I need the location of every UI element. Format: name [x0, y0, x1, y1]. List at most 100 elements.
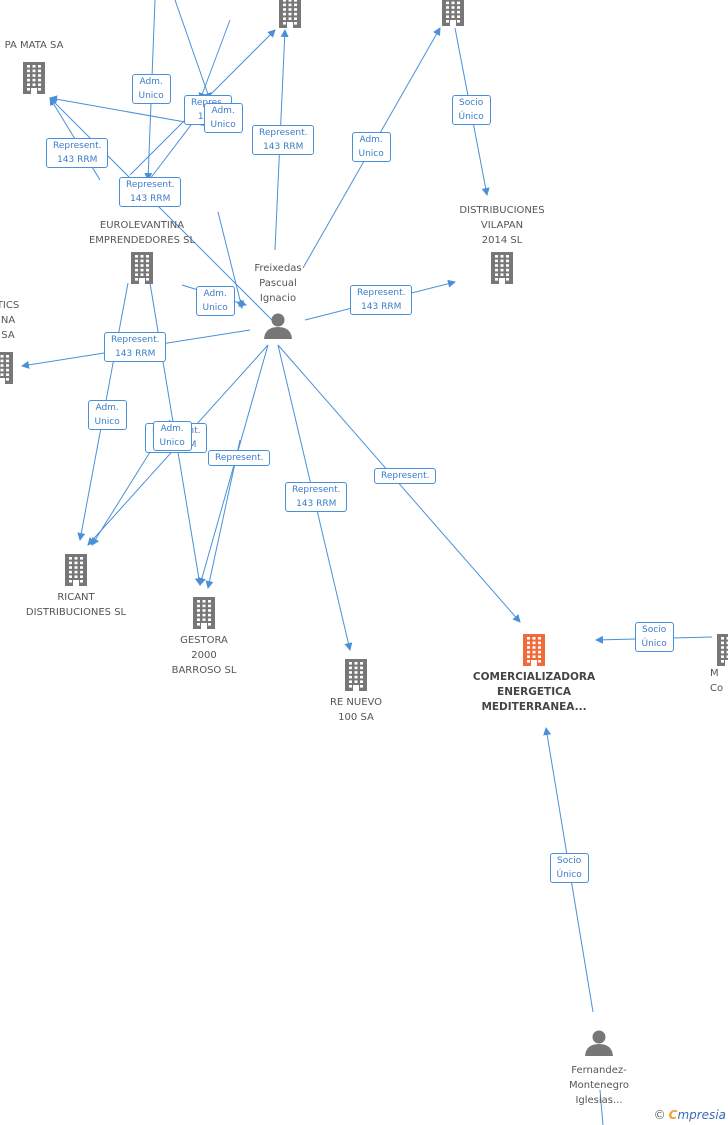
label-line: 2000	[191, 650, 217, 661]
dist_vilapan-label: DISTRIBUCIONES VILAPAN 2014 SL	[459, 203, 544, 248]
label-line: TICS	[0, 300, 20, 311]
renuevo-label: RE NUEVO 100 SA	[330, 695, 382, 725]
edge-label-9[interactable]: Represent. 143 RRM	[350, 285, 413, 315]
edge-label-text: Represent.	[381, 471, 430, 481]
edge-label-text: Único	[458, 112, 484, 122]
pamata-building-icon[interactable]	[23, 62, 45, 94]
edge-label-text: 143 RRM	[130, 194, 171, 204]
edge-label-7[interactable]: Represent. 143 RRM	[252, 125, 315, 155]
edge-label-text: 143 RRM	[115, 349, 156, 359]
label-line: Co	[710, 683, 724, 694]
label-line: VILAPAN	[480, 220, 524, 231]
label-line: 100 SA	[338, 712, 374, 723]
edge-label-text: Unico	[210, 120, 236, 130]
label-line: PA MATA SA	[4, 40, 64, 51]
right-label: M Co	[710, 666, 723, 696]
top2-building-icon[interactable]	[442, 0, 464, 26]
edge-label-text: Unico	[202, 303, 228, 313]
edge-label-13[interactable]: Adm. Unico	[152, 421, 192, 451]
edge-line-24	[198, 19, 231, 101]
label-line: DISTRIBUCIONES SL	[25, 607, 127, 618]
gestora-building-icon[interactable]	[193, 597, 215, 629]
comercializadora-building-icon[interactable]	[523, 634, 545, 666]
dist_vilapan-building-icon[interactable]	[491, 252, 513, 284]
edge-label-text: Represent.	[259, 128, 308, 138]
edge-label-text: Represent.	[53, 141, 102, 151]
label-line: RE NUEVO	[329, 697, 383, 708]
freixedas-person-icon[interactable]	[264, 313, 292, 340]
label-line: MEDITERRANEA...	[481, 701, 587, 713]
label-line: EUROLEVANTINA	[99, 220, 185, 231]
tics-label: TICS NA SA	[0, 298, 19, 343]
edge-label-4[interactable]: Represent. 143 RRM	[119, 177, 182, 207]
label-line: Iglesias...	[575, 1095, 623, 1106]
edge-label-text: Unico	[159, 438, 185, 448]
label-line: GESTORA	[180, 635, 228, 646]
empresia-watermark: ©Cmpresia	[653, 1108, 726, 1122]
edge-line-25	[599, 1089, 604, 1125]
edge-label-text: Socio	[459, 98, 484, 108]
label-line: 2014 SL	[481, 235, 523, 246]
right-building-icon[interactable]	[717, 634, 728, 666]
label-line: M	[710, 668, 719, 679]
comercializadora-label: COMERCIALIZADORA ENERGETICA MEDITERRANEA..…	[473, 670, 595, 715]
edge-label-text: Único	[641, 639, 667, 649]
label-line: RICANT	[57, 592, 95, 603]
edge-label-6[interactable]: Adm. Unico	[195, 286, 235, 316]
edge-label-text: Unico	[358, 149, 384, 159]
edge-label-text: Represent.	[126, 180, 175, 190]
edge-label-10[interactable]: Represent. 143 RRM	[104, 332, 167, 362]
edge-line-22	[217, 211, 245, 309]
edge-label-15[interactable]: Represent.143 RRM	[285, 482, 348, 512]
edge-label-text: Unico	[138, 91, 164, 101]
edge-label-text: Adm.	[211, 106, 235, 116]
edge-label-text: Adm.	[139, 77, 163, 87]
edge-label-text: Socio	[642, 625, 667, 635]
fernandez-person-icon[interactable]	[585, 1030, 613, 1057]
pamata-label: PA MATA SA	[5, 38, 64, 53]
edge-label-text: Represent.	[111, 335, 160, 345]
label-line: EMPRENDEDORES SL	[88, 235, 196, 246]
label-line: NA	[0, 315, 16, 326]
edge-label-16[interactable]: Represent.	[374, 468, 437, 484]
label-line: BARROSO SL	[171, 665, 237, 676]
edge-label-2[interactable]: Adm. Unico	[203, 103, 243, 133]
tics-building-icon[interactable]	[0, 352, 13, 384]
label-line: DISTRIBUCIONES	[459, 205, 545, 216]
ricant-label: RICANT DISTRIBUCIONES SL	[26, 590, 126, 620]
label-line: Pascual	[259, 278, 297, 289]
label-line: SA	[1, 330, 15, 341]
ricant-building-icon[interactable]	[65, 554, 87, 586]
renuevo-building-icon[interactable]	[345, 659, 367, 691]
edge-label-text: 143 RRM	[361, 302, 402, 312]
edge-label-11[interactable]: Adm. Unico	[87, 400, 127, 430]
label-line: Ignacio	[259, 293, 297, 304]
edge-label-text: Adm.	[160, 424, 184, 434]
edge-label-text: Represent.	[357, 288, 406, 298]
edge-label-0[interactable]: Adm. Unico	[131, 74, 171, 104]
edge-label-text: Socio	[557, 856, 582, 866]
edge-label-14[interactable]: Represent.	[208, 450, 271, 466]
edge-label-8[interactable]: Adm.Unico	[351, 132, 391, 162]
top1-building-icon[interactable]	[279, 0, 301, 28]
label-line: Freixedas	[254, 263, 302, 274]
edge-label-text: 143 RRM	[57, 155, 98, 165]
edge-label-text: Adm.	[95, 403, 119, 413]
edge-label-text: 143 RRM	[263, 142, 304, 152]
label-line: Montenegro	[568, 1080, 630, 1091]
edge-label-text: Unico	[94, 417, 120, 427]
edge-line-0	[49, 97, 279, 327]
label-line: ENERGETICA	[497, 686, 571, 698]
edge-line-4	[174, 0, 212, 101]
edge-label-text: Adm.	[203, 289, 227, 299]
edge-label-text: Represent.	[215, 453, 264, 463]
edge-label-3[interactable]: Represent. 143 RRM	[46, 138, 109, 168]
eurolev-building-icon[interactable]	[131, 252, 153, 284]
label-line: COMERCIALIZADORA	[472, 671, 596, 683]
